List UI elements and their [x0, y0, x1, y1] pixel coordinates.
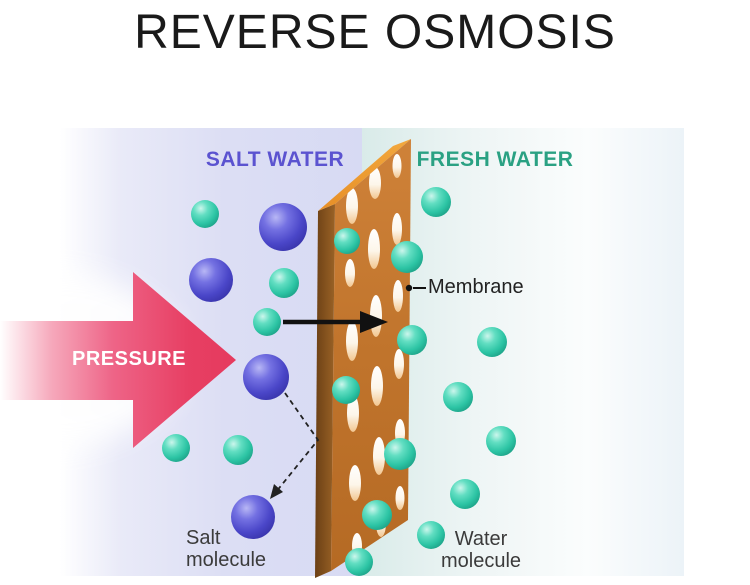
membrane-pore: [392, 154, 402, 178]
water-molecule-sphere: [332, 376, 360, 404]
water-molecule-sphere: [450, 479, 480, 509]
membrane-pore: [349, 465, 361, 501]
membrane-pore: [373, 437, 385, 475]
water-molecule-sphere: [223, 435, 253, 465]
salt-molecule-label: Salt molecule: [186, 527, 267, 571]
membrane-pore: [369, 167, 381, 199]
membrane-pointer: [405, 284, 426, 292]
flow-arrow-icon: [283, 311, 388, 333]
membrane-pore: [347, 394, 359, 432]
membrane-pore: [371, 366, 383, 406]
membrane-label: Membrane: [428, 276, 524, 298]
deflection-arrow-icon: [270, 392, 320, 499]
water-molecule-sphere: [391, 241, 423, 273]
water-molecules: [162, 187, 516, 576]
membrane-pore: [395, 486, 405, 510]
salt-molecule-sphere: [189, 258, 233, 302]
membrane-pore: [345, 259, 355, 287]
water-molecule-sphere: [397, 325, 427, 355]
pressure-arrow-icon: [0, 272, 236, 448]
salt-molecules: [189, 203, 307, 539]
water-molecule-sphere: [477, 327, 507, 357]
membrane-pore: [368, 229, 380, 269]
water-molecule-sphere: [334, 228, 360, 254]
salt-molecule-sphere: [243, 354, 289, 400]
page-title: REVERSE OSMOSIS: [134, 6, 616, 59]
membrane-pore: [392, 213, 402, 245]
water-molecule-sphere: [191, 200, 219, 228]
membrane-pore: [393, 280, 403, 312]
membrane-pore: [394, 349, 404, 379]
water-molecule-sphere: [417, 521, 445, 549]
water-molecule-sphere: [486, 426, 516, 456]
water-molecule-label: Water molecule: [440, 528, 522, 572]
membrane-top-edge: [318, 139, 411, 211]
membrane-left-edge: [315, 204, 335, 578]
pressure-label: PRESSURE: [71, 348, 187, 370]
water-molecule-sphere: [362, 500, 392, 530]
water-molecule-sphere: [345, 548, 373, 576]
salt-molecule-sphere: [231, 495, 275, 539]
water-molecule-sphere: [162, 434, 190, 462]
salt-water-label: SALT WATER: [205, 148, 345, 171]
water-molecule-sphere: [443, 382, 473, 412]
membrane-pore: [346, 188, 358, 224]
water-molecule-sphere: [421, 187, 451, 217]
water-molecule-sphere: [384, 438, 416, 470]
salt-molecule-sphere: [259, 203, 307, 251]
water-molecule-sphere: [253, 308, 281, 336]
fresh-water-label: FRESH WATER: [416, 148, 574, 171]
membrane-pore: [346, 321, 358, 361]
water-molecule-sphere: [269, 268, 299, 298]
